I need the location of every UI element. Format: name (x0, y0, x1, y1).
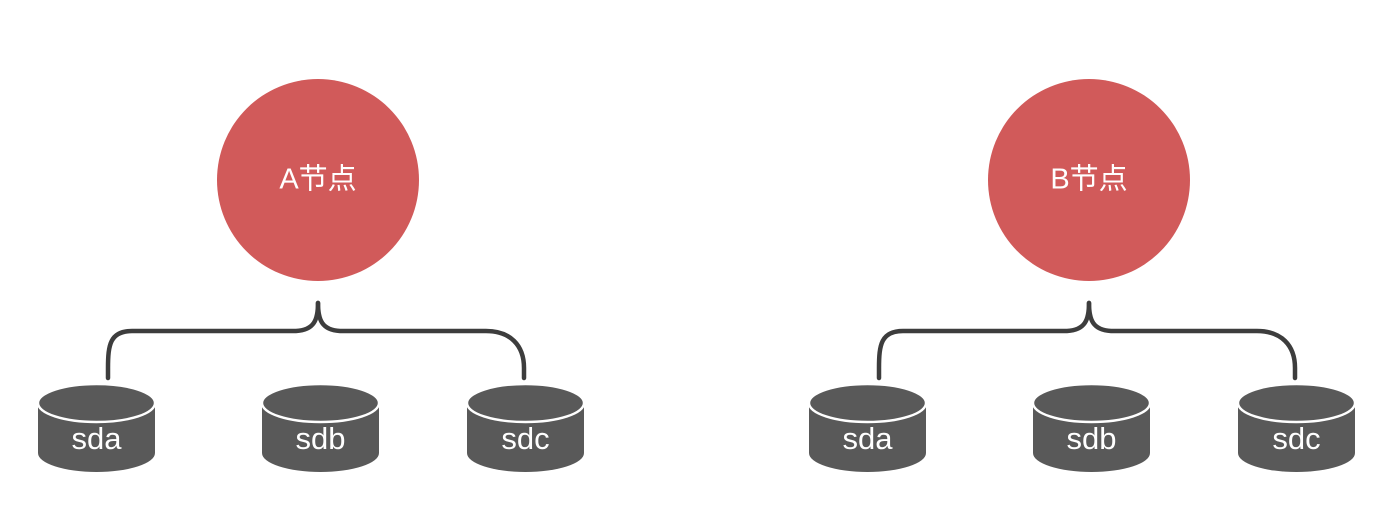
disk-label-b-sdb: sdb (1067, 421, 1117, 456)
brace-right-arm-b (1086, 300, 1298, 381)
brace-connector-a (105, 300, 527, 381)
brace-right-arm-a (315, 300, 527, 381)
disk-top-a-sda (36, 382, 157, 424)
disk-a-sdc[interactable]: sdc (465, 382, 586, 472)
disk-top-b-sda (807, 382, 928, 424)
disk-a-sdb[interactable]: sdb (260, 382, 381, 472)
brace-connector-b (876, 300, 1298, 381)
disk-top-b-sdb (1031, 382, 1152, 424)
brace-left-arm-b (876, 300, 1092, 381)
disk-b-sdc[interactable]: sdc (1236, 382, 1357, 472)
node-label-a: A节点 (279, 163, 356, 196)
node-group-b: B节点 sda sdb sdc (807, 79, 1357, 472)
disk-b-sda[interactable]: sda (807, 382, 928, 472)
disk-label-a-sda: sda (72, 421, 123, 456)
disk-a-sda[interactable]: sda (36, 382, 157, 472)
disk-label-a-sdb: sdb (296, 421, 346, 456)
node-label-b: B节点 (1050, 163, 1127, 196)
node-circle-a[interactable] (217, 79, 419, 281)
node-group-a: A节点 sda sdb sdc (36, 79, 586, 472)
node-circle-b[interactable] (988, 79, 1190, 281)
disk-top-a-sdb (260, 382, 381, 424)
disk-label-b-sdc: sdc (1272, 421, 1320, 456)
disk-top-b-sdc (1236, 382, 1357, 424)
disk-top-a-sdc (465, 382, 586, 424)
brace-left-arm-a (105, 300, 321, 381)
disk-label-b-sda: sda (843, 421, 894, 456)
disk-label-a-sdc: sdc (501, 421, 549, 456)
disk-b-sdb[interactable]: sdb (1031, 382, 1152, 472)
